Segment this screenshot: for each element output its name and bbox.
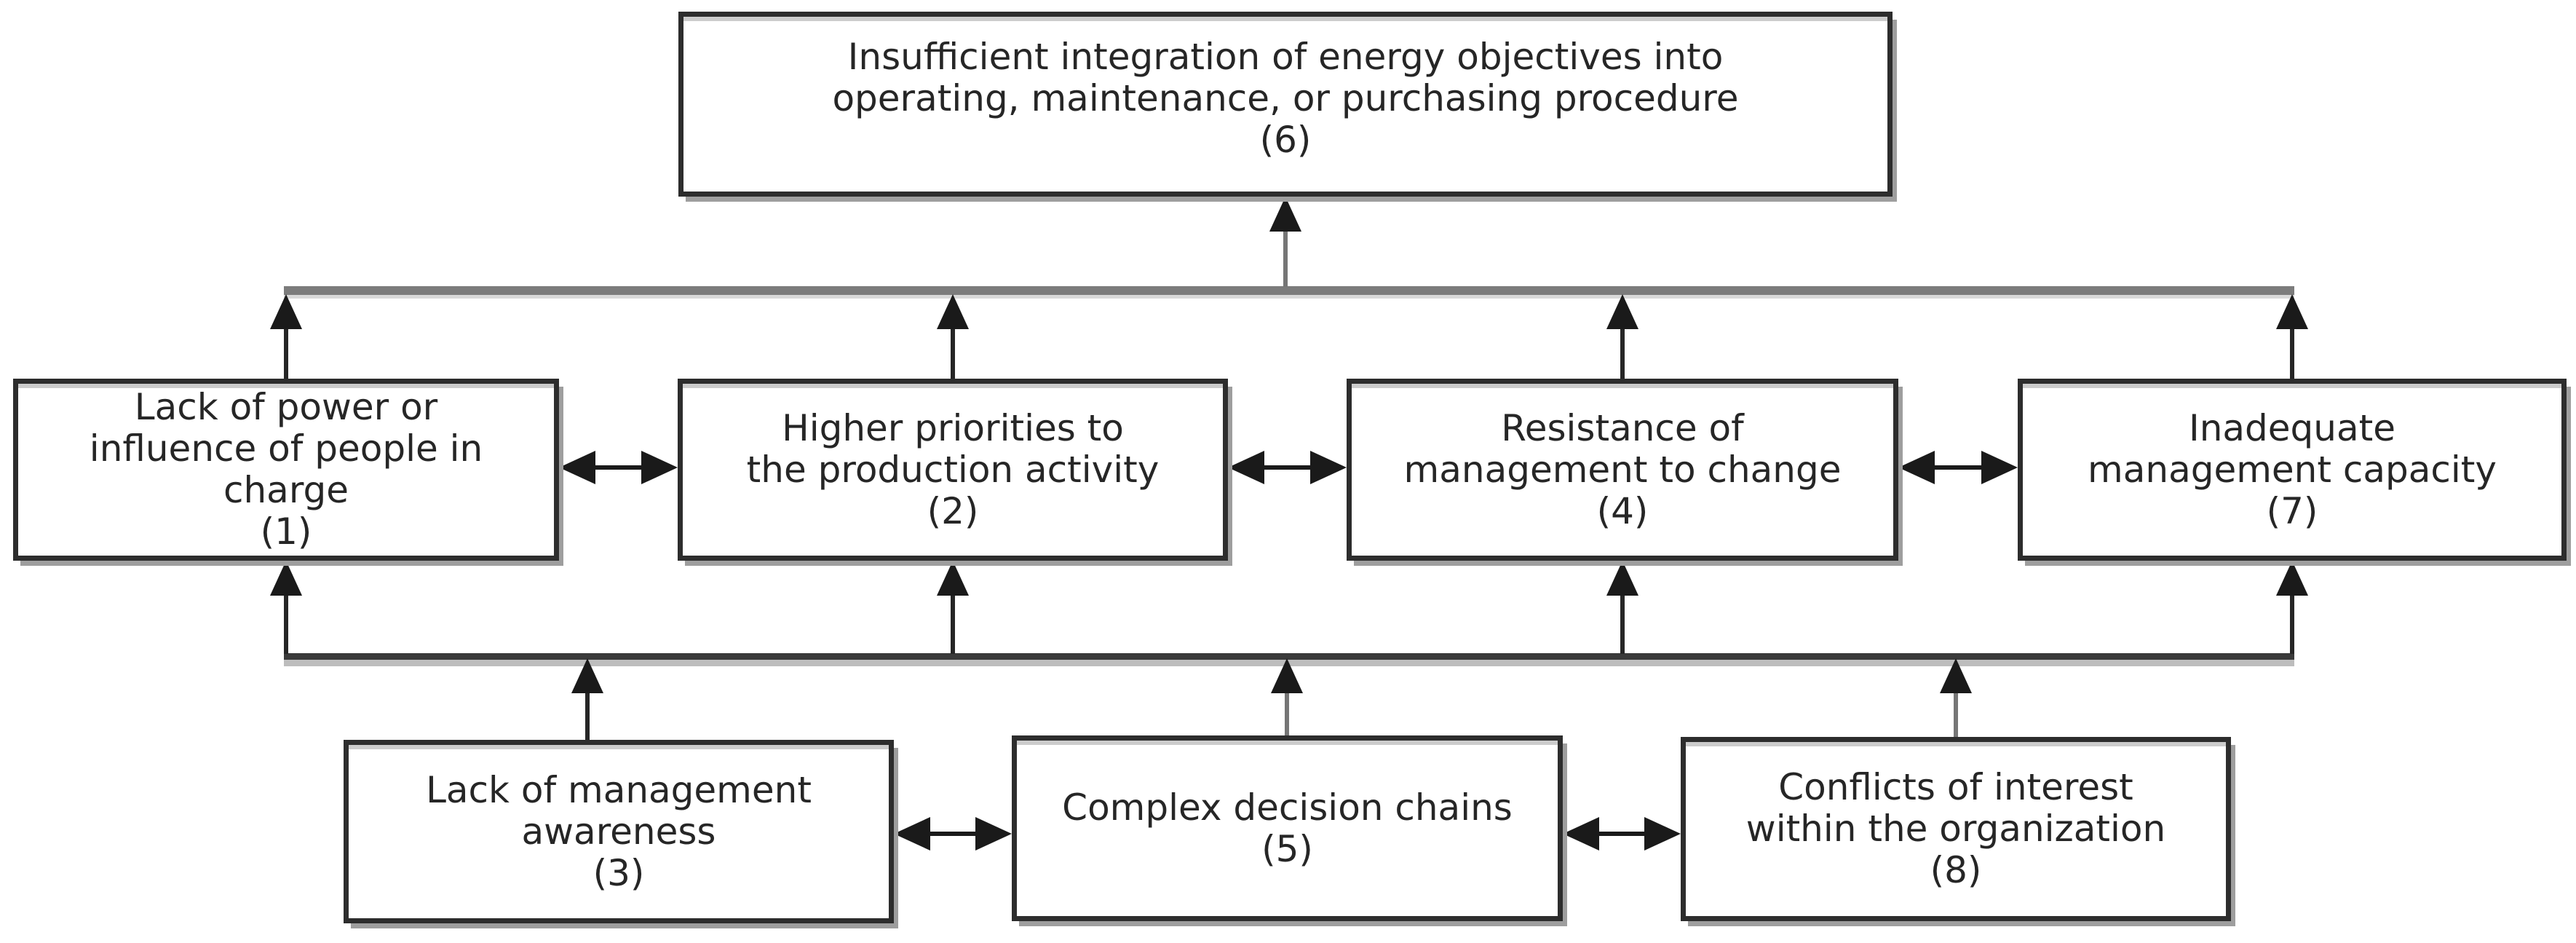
node-1-line-1: Lack of power or (134, 386, 438, 428)
arrow-right-icon-node4-node7 (1981, 451, 2018, 484)
node-8-line-2: within the organization (1745, 808, 2166, 850)
node-6-line-1: Insufficient integration of energy objec… (847, 35, 1724, 78)
arrow-left-icon-node3-node5 (894, 817, 930, 851)
arrow-left-icon-node4-node7 (1898, 451, 1935, 484)
node-inadequate-capacity: Inadequate management capacity (7) (2018, 379, 2567, 561)
node-7-number: (7) (2266, 489, 2318, 532)
upper-merge-bus-line (284, 286, 2294, 295)
arrow-up-icon-bus-to-node6 (1269, 197, 1301, 232)
connector-line-upper-bus-to-node6 (1283, 230, 1288, 287)
node-3-line-2: awareness (521, 810, 716, 853)
arrow-up-icon-node2-to-bus (937, 294, 969, 329)
node-2-number: (2) (927, 489, 979, 532)
node-6-line-2: operating, maintenance, or purchasing pr… (832, 76, 1739, 119)
node-higher-priorities: Higher priorities to the production acti… (678, 379, 1228, 561)
node-4-line-1: Resistance of (1501, 406, 1744, 449)
node-7-line-2: management capacity (2088, 448, 2497, 491)
node-complex-decision-chains: Complex decision chains (5) (1012, 735, 1563, 921)
connector-line-node8-to-lower-bus (1954, 692, 1958, 737)
connector-line-lower-bus-to-node2 (951, 594, 955, 654)
node-2-line-1: Higher priorities to (782, 406, 1124, 449)
lower-merge-bus-line (284, 653, 2294, 660)
node-conflicts-of-interest: Conflicts of interest within the organiz… (1681, 737, 2231, 921)
connector-line-node5-to-lower-bus (1285, 692, 1289, 735)
arrow-left-icon-node1-node2 (559, 451, 595, 484)
arrow-up-icon-node8-to-bus (1940, 658, 1972, 693)
arrow-left-icon-node5-node8 (1563, 817, 1599, 851)
arrow-up-icon-bus-to-node2 (937, 561, 969, 596)
arrow-up-icon-node4-to-bus (1606, 294, 1638, 329)
node-lack-of-power: Lack of power or influence of people in … (13, 379, 559, 561)
node-5-number: (5) (1261, 827, 1313, 870)
connector-line-lower-bus-to-node1 (284, 594, 288, 654)
arrow-up-icon-bus-to-node7 (2276, 561, 2308, 596)
node-4-line-2: management to change (1403, 448, 1842, 491)
node-3-number: (3) (593, 851, 645, 894)
node-8-number: (8) (1930, 849, 1982, 891)
node-4-number: (4) (1596, 489, 1649, 532)
arrow-up-icon-node3-to-bus (571, 658, 603, 693)
arrow-up-icon-bus-to-node1 (270, 561, 302, 596)
node-8-line-1: Conflicts of interest (1778, 766, 2133, 808)
arrow-up-icon-node1-to-bus (270, 294, 302, 329)
node-resistance-of-management: Resistance of management to change (4) (1347, 379, 1898, 561)
node-lack-of-awareness: Lack of management awareness (3) (344, 740, 894, 923)
arrow-up-icon-node5-to-bus (1271, 658, 1303, 693)
arrow-right-icon-node3-node5 (975, 817, 1012, 851)
connector-line-lower-bus-to-node7 (2290, 594, 2294, 654)
arrow-left-icon-node2-node4 (1228, 451, 1264, 484)
connector-line-node7-to-upper-bus (2290, 326, 2294, 379)
double-arrow-line-node4-node7 (1933, 465, 1983, 470)
arrow-up-icon-bus-to-node4 (1606, 561, 1638, 596)
double-arrow-line-node3-node5 (929, 832, 977, 836)
arrow-right-icon-node1-node2 (641, 451, 678, 484)
node-2-line-2: the production activity (746, 448, 1160, 491)
arrow-right-icon-node5-node8 (1644, 817, 1681, 851)
double-arrow-line-node2-node4 (1263, 465, 1312, 470)
connector-line-node4-to-upper-bus (1620, 326, 1625, 379)
node-5-line-1: Complex decision chains (1062, 786, 1513, 829)
node-insufficient-integration: Insufficient integration of energy objec… (678, 12, 1893, 197)
node-1-number: (1) (260, 510, 312, 553)
node-3-line-1: Lack of management (426, 768, 812, 811)
arrow-right-icon-node2-node4 (1310, 451, 1347, 484)
node-1-line-3: charge (223, 469, 349, 511)
double-arrow-line-node1-node2 (594, 465, 643, 470)
connector-line-lower-bus-to-node4 (1620, 594, 1625, 654)
connector-line-node2-to-upper-bus (951, 326, 955, 379)
double-arrow-line-node5-node8 (1598, 832, 1646, 836)
node-7-line-1: Inadequate (2188, 406, 2395, 449)
connector-line-node3-to-lower-bus (585, 692, 590, 740)
arrow-up-icon-node7-to-bus (2276, 294, 2308, 329)
connector-line-node1-to-upper-bus (284, 326, 288, 379)
node-1-line-2: influence of people in (89, 427, 483, 470)
node-6-number: (6) (1259, 118, 1312, 161)
